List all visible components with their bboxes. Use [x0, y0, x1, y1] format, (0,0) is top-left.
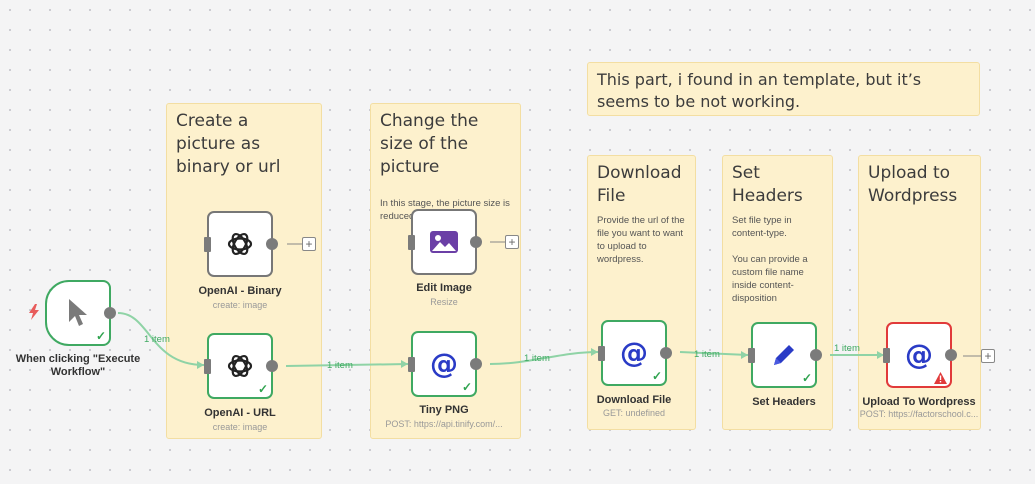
svg-text:@: @ — [620, 338, 648, 368]
sticky-title: Upload to Wordpress — [868, 163, 958, 206]
wire-arrow — [741, 351, 748, 359]
cursor-icon — [69, 299, 87, 326]
wire-arrow — [591, 348, 598, 356]
output-handle[interactable] — [810, 349, 822, 361]
node-label: Edit Image — [416, 282, 472, 294]
svg-text:@: @ — [905, 340, 933, 370]
output-handle[interactable] — [945, 349, 957, 361]
node-download-file[interactable]: @ ✓ — [598, 320, 672, 386]
node-trigger[interactable]: ✓ — [45, 280, 116, 346]
node-edit-image[interactable] — [408, 209, 482, 275]
sticky-body: Set file type in content-type. You can p… — [732, 215, 808, 304]
sticky-body: In this stage, the picture size is reduc… — [380, 198, 510, 222]
image-icon — [430, 231, 458, 253]
item-count-label: 1 item — [327, 360, 353, 371]
svg-text:@: @ — [430, 349, 458, 379]
sticky-upload-wordpress[interactable]: Upload to Wordpress — [858, 155, 981, 430]
node-subtitle: POST: https://api.tinify.com/... — [385, 419, 503, 429]
node-label: Tiny PNG — [419, 404, 469, 416]
sticky-title: Create a picture as binary or url — [176, 111, 281, 177]
node-subtitle: create: image — [212, 422, 268, 432]
node-label: OpenAI - Binary — [198, 285, 282, 297]
warning-icon — [934, 372, 947, 384]
output-handle[interactable] — [104, 307, 116, 319]
sticky-title: Set Headers — [732, 163, 803, 206]
at-sign-icon: @ — [430, 349, 458, 379]
input-handle[interactable] — [408, 357, 415, 372]
wire-tiny-png-download — [489, 351, 599, 365]
wire-trigger-openai-url — [117, 312, 205, 366]
success-check-icon: ✓ — [801, 371, 812, 385]
item-count-label: 1 item — [694, 349, 720, 360]
wire-download-set-headers — [679, 351, 749, 356]
input-handle[interactable] — [748, 348, 755, 363]
output-handle[interactable] — [470, 236, 482, 248]
item-count-label: 1 item — [144, 334, 170, 345]
item-count-label: 1 item — [834, 343, 860, 354]
node-set-headers[interactable]: ✓ — [748, 322, 822, 388]
sticky-title: Download File — [597, 163, 682, 206]
sticky-template-note[interactable]: This part, i found in an template, but i… — [587, 62, 980, 116]
node-subtitle: GET: undefined — [602, 408, 666, 418]
add-node-button[interactable]: + — [505, 235, 519, 249]
output-handle[interactable] — [660, 347, 672, 359]
at-sign-icon: @ — [620, 338, 648, 368]
wire-arrow — [197, 361, 204, 369]
wire-arrow — [401, 360, 408, 368]
input-handle[interactable] — [883, 348, 890, 363]
node-openai-binary[interactable] — [204, 211, 278, 277]
node-subtitle: Resize — [430, 297, 458, 307]
success-check-icon: ✓ — [461, 380, 472, 394]
node-label: Upload To Wordpress — [862, 396, 976, 408]
sticky-text: This part, i found in an template, but i… — [597, 70, 922, 111]
node-subtitle: create: image — [212, 300, 268, 310]
wire-arrow — [877, 351, 884, 359]
input-handle[interactable] — [408, 235, 415, 250]
openai-icon — [227, 354, 253, 378]
node-tiny-png[interactable]: @ ✓ — [408, 331, 482, 397]
add-node-button[interactable]: + — [981, 349, 995, 363]
wire-openai-url-tiny-png — [285, 363, 409, 367]
sticky-body: Provide the url of the file you want to … — [597, 215, 685, 265]
node-openai-url[interactable]: ✓ — [204, 333, 278, 399]
input-handle[interactable] — [204, 359, 211, 374]
sticky-title: Change the size of the picture — [380, 111, 479, 177]
trigger-bolt-icon — [29, 304, 39, 320]
input-handle[interactable] — [204, 237, 211, 252]
node-label: When clicking "Execute Workflow" — [15, 353, 141, 378]
output-handle[interactable] — [266, 360, 278, 372]
node-label: OpenAI - URL — [204, 407, 276, 419]
output-handle[interactable] — [470, 358, 482, 370]
success-check-icon: ✓ — [651, 369, 662, 383]
output-handle[interactable] — [266, 238, 278, 250]
item-count-label: 1 item — [524, 353, 550, 364]
openai-icon — [227, 232, 253, 256]
pencil-icon — [774, 345, 794, 365]
input-handle[interactable] — [598, 346, 605, 361]
node-label: Download File — [596, 394, 672, 406]
success-check-icon: ✓ — [95, 329, 106, 343]
success-check-icon: ✓ — [257, 382, 268, 396]
add-node-button[interactable]: + — [302, 237, 316, 251]
at-sign-icon: @ — [905, 340, 933, 370]
node-label: Set Headers — [752, 396, 816, 408]
node-upload-wordpress[interactable]: @ — [883, 322, 957, 388]
node-subtitle: POST: https://factorschool.c... — [859, 409, 979, 419]
